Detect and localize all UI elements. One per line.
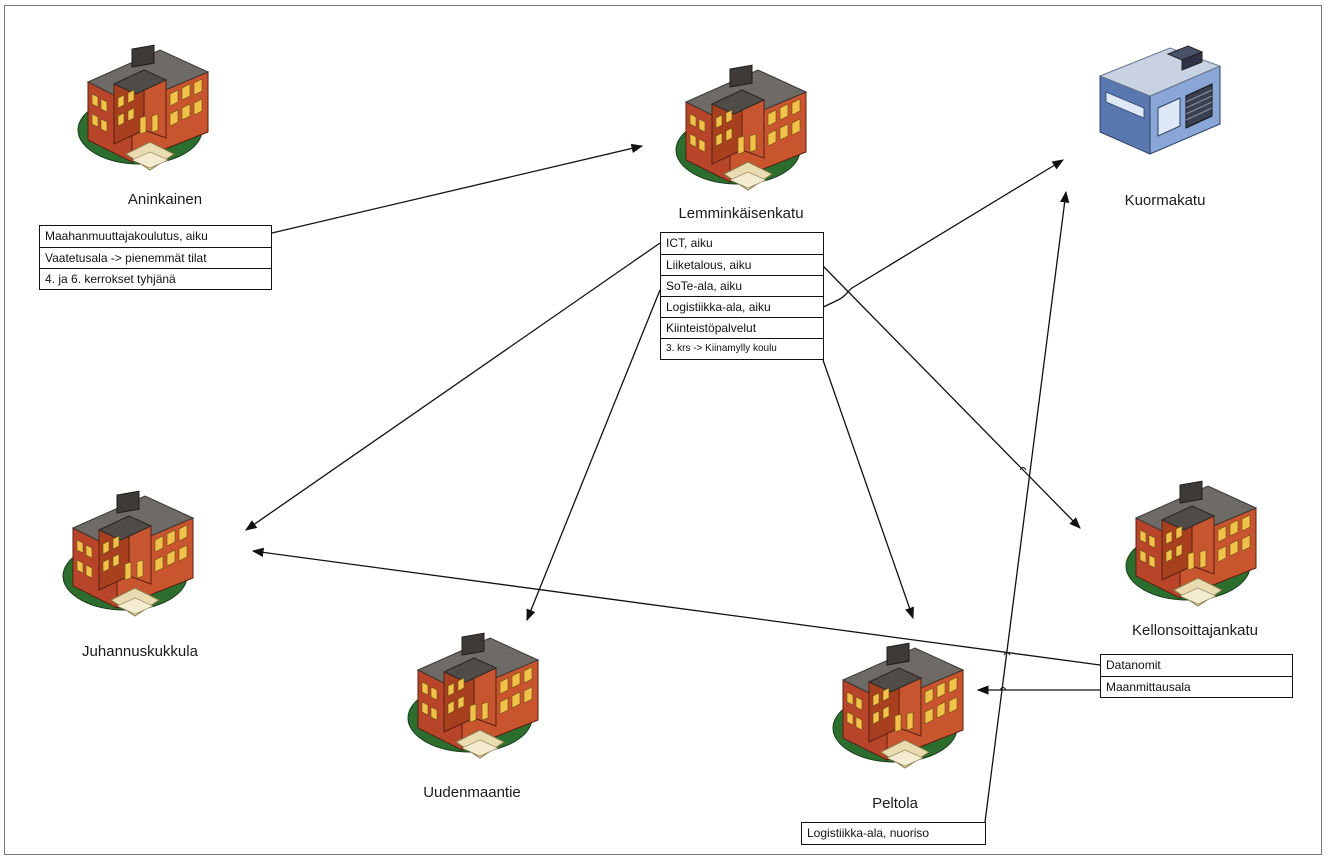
list-item: Vaatetusala -> pienemmät tilat [40,247,271,268]
list-item: Maahanmuuttajakoulutus, aiku [45,229,208,243]
school-building-icon[interactable] [668,62,818,202]
diagram-frame [4,5,1322,855]
lemminkaisenkatu-info-box: ICT, aiku Liiketalous, aiku SoTe-ala, ai… [660,232,824,360]
school-building-icon[interactable] [400,630,550,770]
crossing-hop [1003,652,1011,656]
kellonsoittajankatu-info-box: Datanomit Maanmittausala [1100,654,1293,698]
location-label-kellonsoittajankatu: Kellonsoittajankatu [1132,622,1258,639]
list-item: 3. krs -> Kiinamylly koulu [661,338,823,359]
edge-sote-uudenmaantie [526,289,661,622]
list-item: Kiinteistöpalvelut [661,317,823,338]
warehouse-building-icon[interactable] [1090,36,1235,166]
list-item: Logistiikka-ala, nuoriso [807,826,930,840]
location-label-aninkainen: Aninkainen [127,191,203,208]
edge-ict-juhannuskukkula [245,242,661,531]
list-item: Logistiikka-ala, aiku [661,296,823,317]
school-building-icon[interactable] [825,640,975,780]
edge-aninkainen-lemminkaisenkatu [271,143,644,234]
crossing-hop [1019,467,1027,471]
edge-datanomit-juhannuskukkula [251,547,1101,666]
peltola-info-box: Logistiikka-ala, nuoriso [801,822,986,845]
edge-lemminkaisenkatu-peltola [822,359,914,620]
school-building-icon[interactable] [1118,478,1268,618]
list-item: Datanomit [1106,658,1161,672]
list-item: ICT, aiku [666,236,713,250]
list-item: Liiketalous, aiku [661,254,823,275]
edge-liiketalous-kellonsoittajankatu [822,265,1081,529]
list-item: SoTe-ala, aiku [661,275,823,296]
crossing-hop [999,687,1007,691]
edge-logistiikka-kuormakatu [814,159,1065,312]
location-label-uudenmaantie: Uudenmaantie [423,784,521,801]
location-label-lemminkaisenkatu: Lemminkäisenkatu [678,205,804,222]
school-building-icon[interactable] [70,42,220,182]
list-item: 4. ja 6. kerrokset tyhjänä [40,268,271,289]
location-label-peltola: Peltola [872,795,918,812]
location-label-juhannuskukkula: Juhannuskukkula [82,643,198,660]
list-item: Maanmittausala [1101,676,1292,697]
edge-peltola-kuormakatu [984,190,1070,823]
aninkainen-info-box: Maahanmuuttajakoulutus, aiku Vaatetusala… [39,225,272,290]
school-building-icon[interactable] [55,488,205,628]
location-label-kuormakatu: Kuormakatu [1124,192,1206,209]
